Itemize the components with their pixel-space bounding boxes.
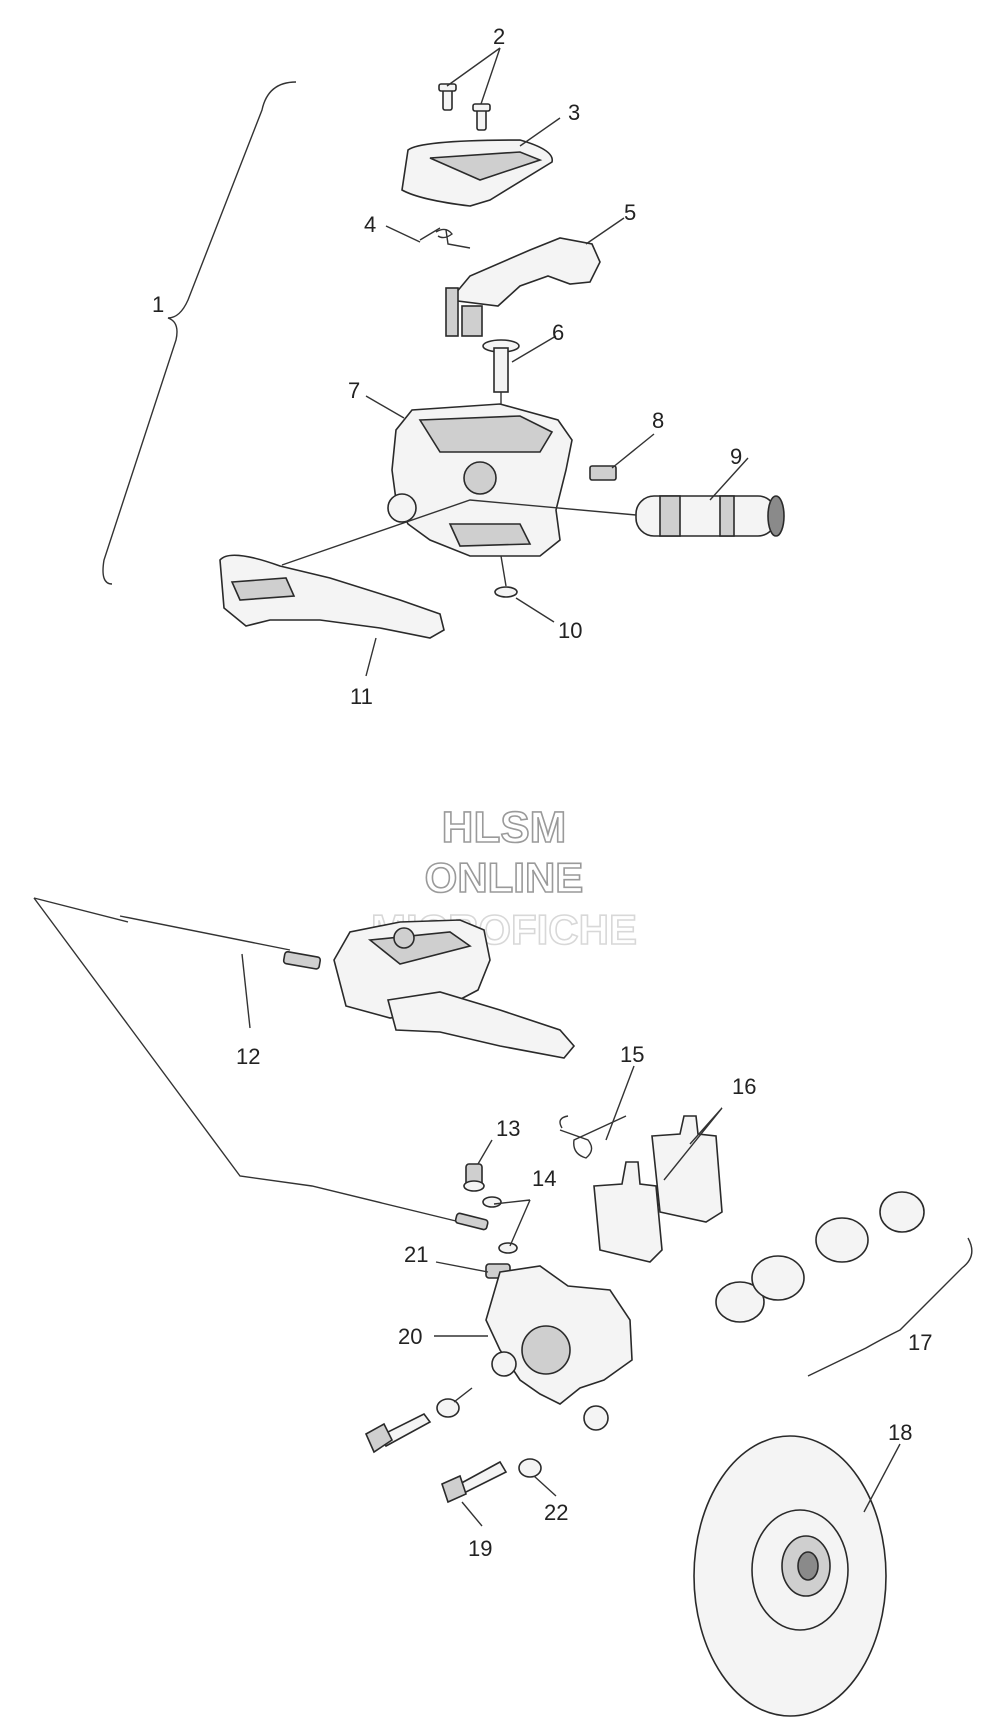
callout-11: 11 [350,684,373,709]
callout-22: 22 [544,1500,568,1525]
part-16-brake-pads [593,1115,723,1263]
callout-10: 10 [558,618,582,643]
callout-9: 9 [730,444,742,469]
part-5-lever-arm [445,237,601,337]
callout-5: 5 [624,200,636,225]
part-4-spring [419,227,471,249]
part-3-cover [401,139,553,207]
callout-13: 13 [496,1116,520,1141]
assembly-axis-line [281,499,637,566]
callout-14: 14 [532,1166,556,1191]
part-22-washers [436,1398,542,1478]
part-20-caliper [485,1265,633,1431]
part-2-screws [438,83,491,131]
part-11-hand-lever [219,554,445,639]
part-17-pistons-seals [715,1191,973,1377]
part-13-bleeder [463,1163,485,1192]
callout-17: 17 [908,1330,932,1355]
pivot-axis-line [500,392,507,587]
callout-20: 20 [398,1324,422,1349]
watermark-line-2: ONLINE [425,854,584,901]
watermark-line-1: HLSM [442,803,567,852]
callout-12: 12 [236,1044,260,1069]
part-6-pin [482,339,520,393]
callout-3: 3 [568,100,580,125]
callout-7: 7 [348,378,360,403]
part-12-brake-hose [33,897,489,1231]
part-19-bolts [364,1412,508,1504]
callout-6: 6 [552,320,564,345]
callout-16: 16 [732,1074,756,1099]
callout-2: 2 [493,24,505,49]
part-10-seal [494,586,518,598]
callout-4: 4 [364,212,376,237]
callout-19: 19 [468,1536,492,1561]
part-7-master-cylinder-body [387,403,573,557]
callout-1: 1 [152,292,164,317]
part-9-piston [635,495,785,537]
part-15-spring [559,1115,627,1159]
part-14-washers [482,1196,518,1254]
callout-21: 21 [404,1242,428,1267]
assembled-master-cylinder [333,919,576,1059]
callout-18: 18 [888,1420,912,1445]
callout-15: 15 [620,1042,644,1067]
part-8-clip [589,465,617,481]
callout-8: 8 [652,408,664,433]
part-18-brake-disc [693,1435,887,1717]
assembly-brace [102,81,297,585]
